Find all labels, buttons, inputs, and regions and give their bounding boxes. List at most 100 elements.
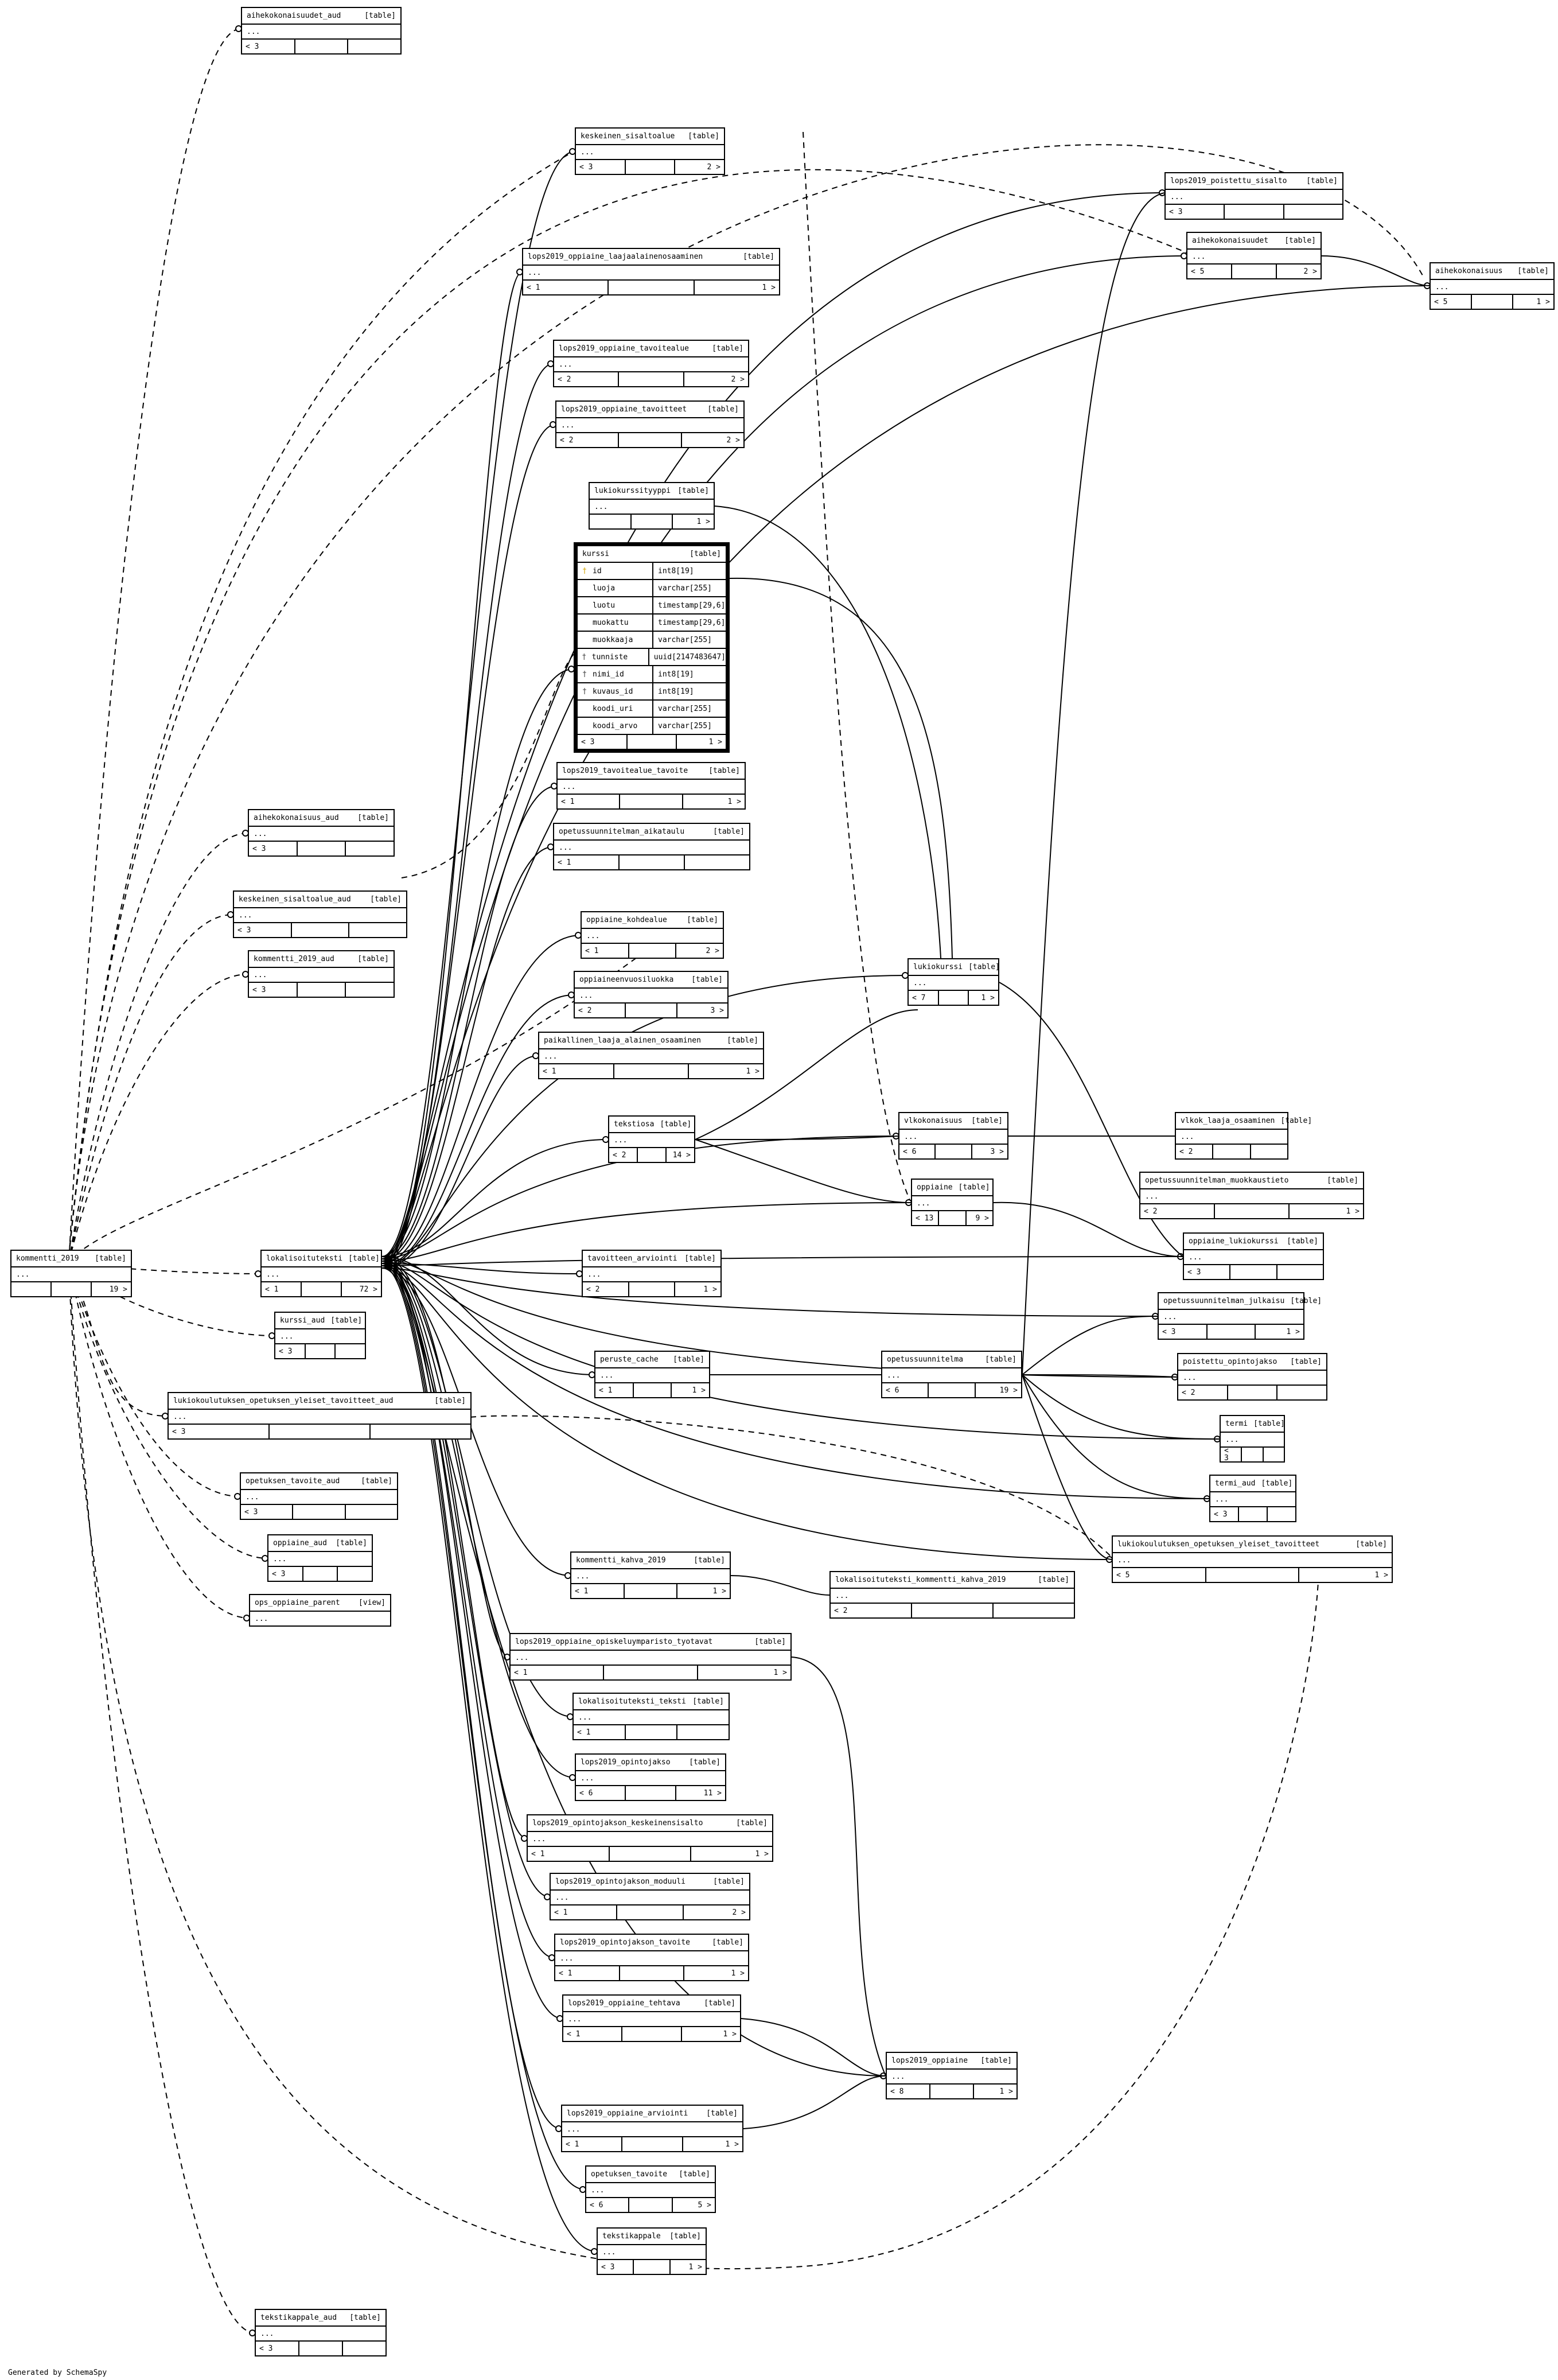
table-lops2019-poistettu-sisalto[interactable]: lops2019_poistettu_sisalto[table]...< 3 (1164, 172, 1343, 220)
foot-right: 72 > (359, 1285, 377, 1294)
table-lops2019-opintojakson-keskeinensisalto[interactable]: lops2019_opintojakson_keskeinensisalto[t… (527, 1814, 773, 1862)
table-opetuksen-tavoite-aud[interactable]: opetuksen_tavoite_aud[table]...< 3 (240, 1472, 398, 1520)
table-lops2019-oppiaine-arviointi[interactable]: lops2019_oppiaine_arviointi[table]...< 1… (561, 2105, 743, 2152)
table-type: [table] (1280, 1117, 1312, 1125)
table-lops2019-opintojakson-moduuli[interactable]: lops2019_opintojakson_moduuli[table]...<… (550, 1873, 750, 1920)
table-name: lops2019_opintojakson_moduuli (555, 1877, 685, 1886)
table-lukiokoulutuksen-opetuksen-yleiset-tavoitteet-aud[interactable]: lukiokoulutuksen_opetuksen_yleiset_tavoi… (168, 1392, 472, 1440)
foot-mid (620, 855, 685, 869)
relationship-edge (993, 1201, 1183, 1257)
table-name: termi (1225, 1420, 1248, 1428)
table-lops2019-oppiaine-laajaalainenosaaminen[interactable]: lops2019_oppiaine_laajaalainenosaaminen[… (522, 248, 780, 295)
table-name: aihekokonaisuudet_aud (247, 11, 341, 20)
table-lops2019-tavoitealue-tavoite[interactable]: lops2019_tavoitealue_tavoite[table]...< … (556, 762, 746, 810)
relationship-edge (695, 1135, 899, 1140)
table-termi-aud[interactable]: termi_aud[table]...< 3 (1209, 1475, 1296, 1522)
table-type: [table] (968, 963, 1000, 971)
table-aihekokonaisuudet-aud[interactable]: aihekokonaisuudet_aud[table]...< 3 (241, 7, 402, 55)
table-columns-collapsed: ... (576, 145, 724, 160)
table-opetussuunnitelman-aikataulu[interactable]: opetussuunnitelman_aikataulu[table]...< … (553, 823, 750, 870)
relationship-edge (381, 1258, 573, 1717)
table-lukiokoulutuksen-opetuksen-yleiset-tavoitteet[interactable]: lukiokoulutuksen_opetuksen_yleiset_tavoi… (1112, 1535, 1393, 1583)
table-lokalisoituteksti-teksti[interactable]: lokalisoituteksti_teksti[table]...< 1 (572, 1693, 730, 1740)
foot-left: < 1 (262, 1282, 302, 1296)
table-tekstikappale-aud[interactable]: tekstikappale_aud[table]...< 3 (255, 2309, 387, 2356)
table-termi[interactable]: termi[table]...< 3 (1220, 1415, 1285, 1463)
table-lops2019-oppiaine-opiskeluymparisto-tyotavat[interactable]: lops2019_oppiaine_opiskeluymparisto_tyot… (509, 1633, 792, 1681)
table-lops2019-oppiaine-tavoitteet[interactable]: lops2019_oppiaine_tavoitteet[table]...< … (555, 400, 745, 448)
relationship-edge (381, 1267, 1158, 1317)
foot-left: < 3 (249, 983, 298, 997)
table-columns-collapsed: ... (882, 1368, 1021, 1383)
column-name: muokattu (591, 615, 653, 631)
table-kurssi-aud[interactable]: kurssi_aud[table]...< 3 (274, 1312, 366, 1359)
foot-mid (1472, 295, 1513, 309)
table-kommentti-2019[interactable]: kommentti_2019[table]...19 > (10, 1250, 132, 1297)
table-ops-oppiaine-parent[interactable]: ops_oppiaine_parent[view]... (249, 1594, 391, 1627)
table-oppiaine-aud[interactable]: oppiaine_aud[table]...< 3 (267, 1534, 373, 1582)
table-columns-collapsed: ... (899, 1130, 1007, 1145)
table-oppiaine-lukiokurssi[interactable]: oppiaine_lukiokurssi[table]...< 3 (1183, 1232, 1324, 1280)
table-type: [table] (743, 252, 774, 261)
foot-mid (939, 1211, 967, 1225)
table-columns-collapsed: ... (558, 780, 745, 795)
table-paikallinen-laaja-alainen-osaaminen[interactable]: paikallinen_laaja_alainen_osaaminen[tabl… (538, 1032, 764, 1079)
table-poistettu-opintojakso[interactable]: poistettu_opintojakso[table]...< 2 (1177, 1353, 1327, 1401)
table-keskeinen-sisaltoalue-aud[interactable]: keskeinen_sisaltoalue_aud[table]...< 3 (233, 890, 407, 938)
table-name: lops2019_opintojakso (581, 1758, 671, 1767)
foot-mid (912, 1604, 994, 1617)
foot-right (1277, 1386, 1326, 1399)
relationship-edge (381, 1267, 555, 1958)
table-vlkok-laaja-osaaminen[interactable]: vlkok_laaja_osaaminen[table]...< 2 (1175, 1112, 1312, 1160)
table-footer: < 3 (249, 983, 394, 997)
implied-relationship-edge (68, 1262, 255, 2334)
table-name: paikallinen_laaja_alainen_osaaminen (544, 1036, 701, 1045)
table-kommentti-2019-aud[interactable]: kommentti_2019_aud[table]...< 3 (248, 950, 395, 998)
column-type: varchar[255] (658, 584, 712, 593)
table-lokalisoituteksti-kommentti-kahva-2019[interactable]: lokalisoituteksti_kommentti_kahva_2019[t… (829, 1571, 1075, 1619)
table-opetussuunnitelman-julkaisu[interactable]: opetussuunnitelman_julkaisu[table]...< 3… (1158, 1292, 1322, 1340)
foot-left: < 3 (1184, 1265, 1231, 1279)
table-name: kommentti_kahva_2019 (576, 1556, 666, 1565)
table-lops2019-opintojakson-tavoite[interactable]: lops2019_opintojakson_tavoite[table]...<… (554, 1934, 749, 1981)
table-footer: < 1 (574, 1725, 729, 1739)
foot-mid (619, 433, 682, 447)
table-aihekokonaisuus-aud[interactable]: aihekokonaisuus_aud[table]...< 3 (248, 809, 395, 857)
table-name: opetussuunnitelman_muokkaustieto (1145, 1176, 1289, 1185)
table-type: [table] (690, 550, 721, 558)
foot-left: < 1 (558, 795, 621, 808)
table-lukiokurssityyppi[interactable]: lukiokurssityyppi[table]...1 > (589, 482, 715, 530)
table-opetussuunnitelman-muokkaustieto[interactable]: opetussuunnitelman_muokkaustieto[table].… (1139, 1172, 1364, 1219)
table-lops2019-oppiaine-tavoitealue[interactable]: lops2019_oppiaine_tavoitealue[table]...<… (553, 340, 749, 387)
